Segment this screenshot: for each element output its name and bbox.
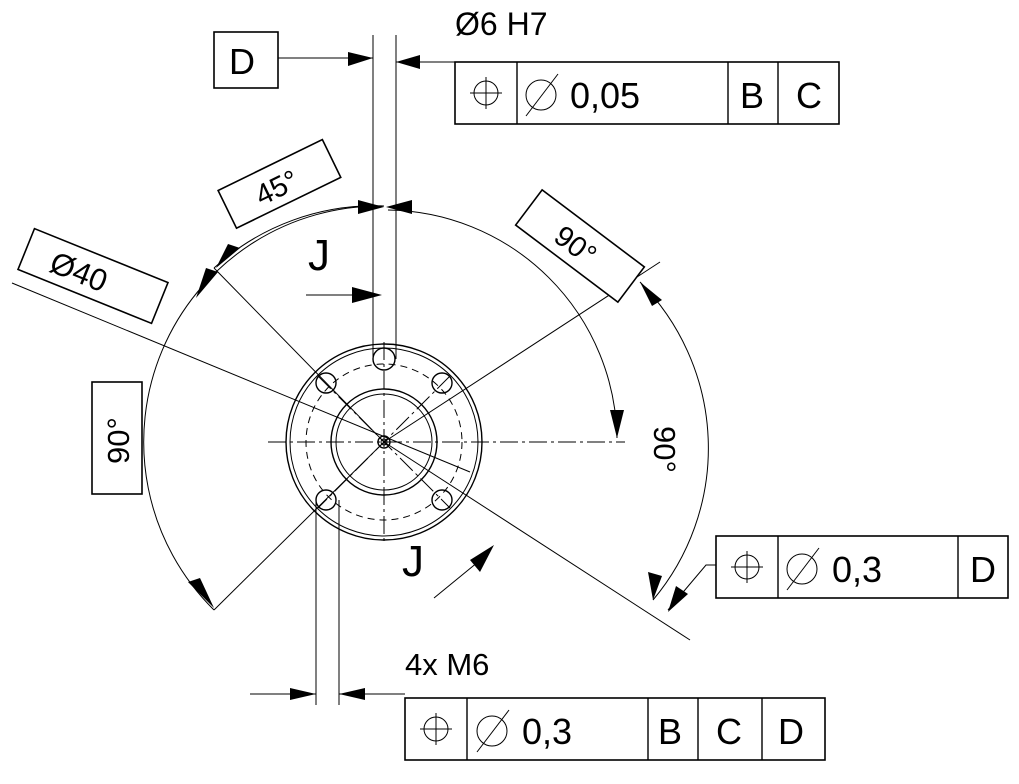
arc-upper-right-90	[387, 209, 618, 439]
arrow-top-left-pin	[358, 200, 384, 214]
bolt-hole-bottom-right	[431, 489, 453, 511]
fcf-bottom: 0,3 B C D	[404, 697, 826, 761]
datum-d-box	[213, 31, 279, 89]
fcf-bottom-ref-c: C	[716, 711, 742, 752]
arrow-thread-left	[290, 688, 316, 700]
position-symbol-icon	[420, 713, 452, 745]
arrow-section-top	[352, 287, 382, 303]
arrowheads	[188, 52, 688, 700]
fcf-right-ref-d: D	[970, 549, 996, 590]
arc-right-90	[639, 281, 709, 601]
fcf-bottom-value: 0,3	[522, 711, 572, 752]
arrow-section-bottom	[470, 545, 494, 572]
fcf-top-ref-b: B	[740, 75, 764, 116]
thread-callout: 4x M6	[405, 647, 489, 682]
diameter-symbol-icon	[476, 709, 510, 753]
angle-90-right-label-group: 90°	[647, 426, 682, 473]
bore-callout: Ø6 H7	[455, 6, 547, 42]
diameter-symbol-icon	[525, 73, 559, 117]
arrow-top-right-pin	[386, 200, 412, 214]
section-mark-bottom: J	[402, 537, 424, 586]
fcf-bottom-ref-b: B	[658, 711, 682, 752]
angle-90-left-box: 90°	[91, 381, 143, 495]
position-symbol-icon	[470, 77, 502, 109]
position-symbol-icon	[731, 551, 763, 583]
arrow-thread-right	[339, 688, 365, 700]
diameter-40-leader	[11, 282, 471, 473]
arrow-bore-right	[396, 55, 420, 69]
arrow-right-90-bottom	[648, 572, 662, 600]
radial-line-lower-left	[213, 441, 385, 611]
angle-90-left-label: 90°	[101, 417, 136, 464]
diameter-40-box: Ø40	[16, 227, 170, 325]
bolt-hole-top-right	[431, 372, 453, 394]
arrow-fcf-right-leader	[668, 586, 688, 612]
fcf-top-ref-c: C	[796, 75, 822, 116]
section-arrow-bottom-shaft	[433, 561, 479, 599]
arrow-dia40-end	[196, 268, 218, 298]
fcf-bottom-ref-d: D	[778, 711, 804, 752]
section-mark-top: J	[308, 231, 330, 280]
radial-line-lower-right	[383, 441, 691, 641]
datum-d-label: D	[229, 41, 255, 82]
arc-left-90	[143, 205, 385, 611]
fcf-right: 0,3 D	[715, 535, 1009, 599]
arrow-upper-right-90-end	[610, 410, 624, 438]
fcf-top: 0,05 B C	[454, 61, 840, 125]
bolt-hole-top-left	[315, 372, 337, 394]
angle-90-upper-right-box: 90°	[514, 188, 646, 304]
angle-90-right-label: 90°	[647, 426, 682, 473]
arrow-right-90-top	[640, 282, 662, 306]
arrow-left-90-bottom	[188, 578, 214, 608]
angle-45-radial-line	[213, 267, 385, 443]
arrow-45-end	[216, 244, 240, 268]
flange-part	[268, 342, 625, 545]
angle-45-box: 45°	[217, 138, 342, 230]
diameter-symbol-icon	[786, 547, 820, 591]
arrow-bore-left	[348, 52, 373, 66]
extension-lines	[11, 35, 716, 705]
fcf-top-value: 0,05	[570, 75, 640, 116]
fcf-right-value: 0,3	[832, 549, 882, 590]
